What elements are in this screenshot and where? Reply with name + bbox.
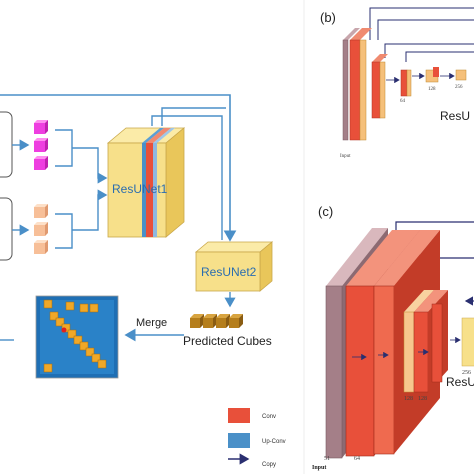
bracket-arrow-2 — [55, 195, 106, 249]
b-copy-4 — [405, 51, 474, 62]
legend-swatch-conv — [228, 408, 250, 423]
b-conv-1 — [349, 39, 361, 141]
c-size-256: 256 — [462, 370, 471, 376]
b-copy-1 — [369, 7, 474, 40]
panel-a: ResUNet1 ResUNet2 Predicted Cubes Merge — [0, 94, 274, 379]
panel-c-title: ResU — [446, 375, 474, 389]
input-box-1 — [0, 111, 13, 178]
merge-label: Merge — [136, 317, 167, 329]
panel-b-tag: (b) — [320, 10, 336, 25]
magenta-patch-cubes — [34, 120, 48, 170]
panel-b-title: ResU — [440, 109, 470, 123]
c-conv-1 — [345, 285, 375, 457]
resunet2-block: ResUNet2 — [194, 241, 274, 292]
b-conv-2 — [371, 61, 381, 119]
b-size-64: 64 — [400, 99, 406, 104]
resunet2-label: ResUNet2 — [201, 265, 257, 279]
legend-label-copy: Copy — [262, 462, 276, 468]
b-copy-2 — [377, 19, 474, 40]
feedback-line-2 — [161, 107, 226, 126]
resunet1-label: ResUNet1 — [112, 182, 168, 196]
panel-c-tag: (c) — [318, 204, 333, 219]
peach-patch-cubes — [34, 204, 48, 254]
c-mid-beige — [403, 311, 415, 393]
b-conv-3 — [400, 69, 408, 97]
c-size-51: 51 — [324, 456, 330, 462]
legend: Conv Up-Conv Copy — [228, 408, 286, 468]
b-size-256: 256 — [455, 85, 463, 90]
resunet1-block: ResUNet1 — [106, 127, 186, 238]
legend-label-conv: Conv — [262, 414, 276, 420]
merged-map-image — [35, 295, 119, 379]
c-conv-4 — [461, 317, 474, 367]
panel-c: (c) 51 64 128 128 — [312, 204, 474, 471]
c-input-label: Input — [312, 465, 326, 471]
c-size-64: 64 — [354, 456, 360, 462]
c-copy-2 — [435, 257, 474, 286]
legend-label-upconv: Up-Conv — [262, 439, 286, 445]
b-size-128: 128 — [428, 87, 436, 92]
panel-b: (b) Input 64 128 256 ResU — [320, 7, 474, 159]
input-box-2 — [0, 197, 13, 261]
b-conv-5 — [455, 69, 467, 81]
b-copy-3 — [384, 43, 474, 58]
c-input-slab — [325, 285, 343, 459]
top-flow-line — [0, 94, 237, 242]
predicted-cubes-label: Predicted Cubes — [183, 334, 272, 348]
b-input-label: Input — [340, 154, 351, 159]
b-input-slab — [342, 39, 349, 141]
predicted-cubes — [190, 314, 243, 328]
c-size-128a: 128 — [404, 396, 413, 402]
legend-swatch-upconv — [228, 433, 250, 448]
c-size-128b: 128 — [418, 396, 427, 402]
c-conv-2 — [373, 285, 395, 455]
bracket-arrow-1 — [55, 129, 106, 178]
feedback-line-1 — [151, 115, 223, 240]
